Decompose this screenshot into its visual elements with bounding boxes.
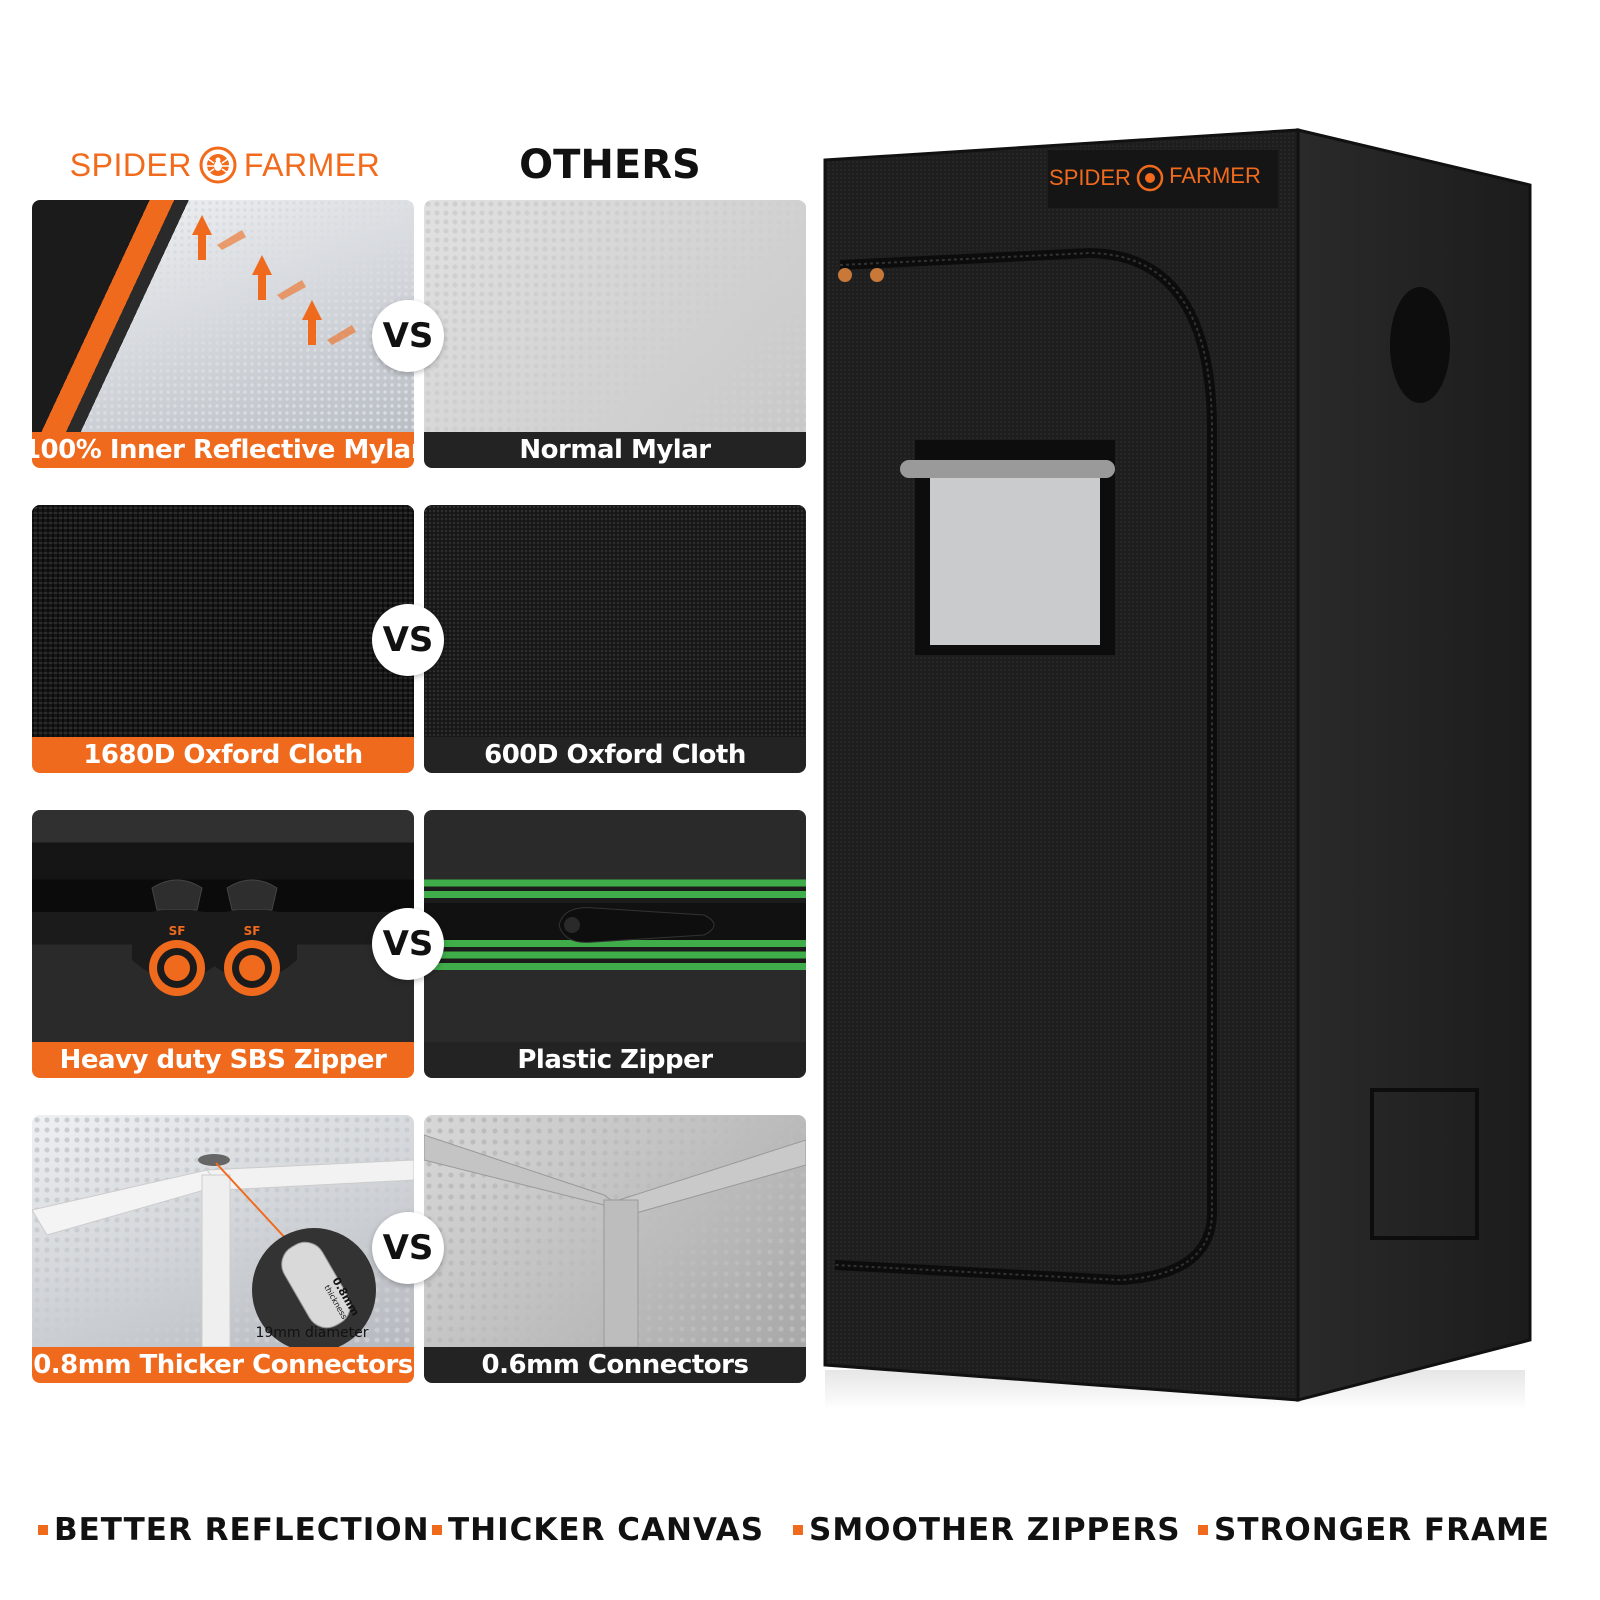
- panel-others-zipper: Plastic Zipper: [424, 810, 806, 1078]
- connectors-sf-image: 0.8mm thickness 19mm diameter: [32, 1115, 414, 1352]
- zipper-sf-image: SF SF: [32, 810, 414, 1042]
- zipper-pull-icon: SF SF: [132, 879, 297, 996]
- others-column-title: OTHERS: [519, 142, 701, 188]
- zipper-tag-right: SF: [244, 924, 261, 938]
- cloth-others-image: [424, 505, 806, 737]
- panel-others-cloth: 600D Oxford Cloth: [424, 505, 806, 773]
- feature-item: STRONGER FRAME: [1198, 1505, 1550, 1555]
- zipper-pull-icon: [558, 907, 715, 943]
- connectors-others-image: [424, 1115, 806, 1348]
- panel-others-mylar: Normal Mylar: [424, 200, 806, 468]
- tent-brand-right: FARMER: [1169, 163, 1261, 188]
- vs-badge: VS: [372, 908, 444, 980]
- connector-diameter-label: 19mm diameter: [255, 1325, 368, 1341]
- panel-sf-cloth: 1680D Oxford Cloth: [32, 505, 414, 773]
- vs-badge: VS: [372, 1212, 444, 1284]
- grow-tent-image: SPIDER FARMER: [823, 128, 1532, 1410]
- zipper-others-image: [424, 810, 806, 1042]
- feature-item: THICKER CANVAS: [432, 1505, 764, 1555]
- spider-farmer-logo: SPIDER FARMER: [60, 140, 390, 190]
- feature-label: THICKER CANVAS: [448, 1512, 765, 1548]
- panel-sf-zipper: SF SF Heavy duty SBS Zipper: [32, 810, 414, 1078]
- spider-logo-icon: [1136, 164, 1164, 192]
- caption-sf-cloth: 1680D Oxford Cloth: [32, 737, 414, 773]
- caption-sf-zipper: Heavy duty SBS Zipper: [32, 1042, 414, 1078]
- caption-sf-mylar: 100% Inner Reflective Mylar: [32, 432, 414, 468]
- tent-brand-left: SPIDER: [1049, 165, 1131, 190]
- brand-name-right: FARMER: [243, 146, 381, 183]
- feature-item: BETTER REFLECTION: [38, 1505, 430, 1555]
- feature-label: STRONGER FRAME: [1214, 1512, 1550, 1548]
- feature-list: BETTER REFLECTION THICKER CANVAS SMOOTHE…: [0, 1505, 1600, 1555]
- feature-label: BETTER REFLECTION: [54, 1512, 430, 1548]
- bullet-icon: [793, 1525, 803, 1535]
- arrow-up-icon: [192, 215, 356, 345]
- mylar-sf-image: [32, 200, 414, 432]
- brand-name-left: SPIDER: [69, 146, 192, 183]
- panel-sf-connectors: 0.8mm thickness 19mm diameter 0.8mm Thic…: [32, 1115, 414, 1383]
- feature-label: SMOOTHER ZIPPERS: [809, 1512, 1181, 1548]
- caption-others-connectors: 0.6mm Connectors: [424, 1347, 806, 1383]
- bullet-icon: [38, 1525, 48, 1535]
- spider-logo-icon: [199, 146, 237, 184]
- caption-others-cloth: 600D Oxford Cloth: [424, 737, 806, 773]
- cloth-sf-image: [32, 505, 414, 737]
- caption-others-zipper: Plastic Zipper: [424, 1042, 806, 1078]
- feature-item: SMOOTHER ZIPPERS: [793, 1505, 1181, 1555]
- bullet-icon: [432, 1525, 442, 1535]
- zipper-tag-left: SF: [169, 924, 186, 938]
- mylar-others-image: [424, 200, 806, 432]
- zipper-pull-icon: [838, 268, 852, 282]
- bullet-icon: [1198, 1525, 1208, 1535]
- caption-sf-connectors: 0.8mm Thicker Connectors: [32, 1347, 414, 1383]
- vs-badge: VS: [372, 604, 444, 676]
- vs-badge: VS: [372, 300, 444, 372]
- caption-others-mylar: Normal Mylar: [424, 432, 806, 468]
- panel-sf-mylar: 100% Inner Reflective Mylar: [32, 200, 414, 468]
- panel-others-connectors: 0.6mm Connectors: [424, 1115, 806, 1383]
